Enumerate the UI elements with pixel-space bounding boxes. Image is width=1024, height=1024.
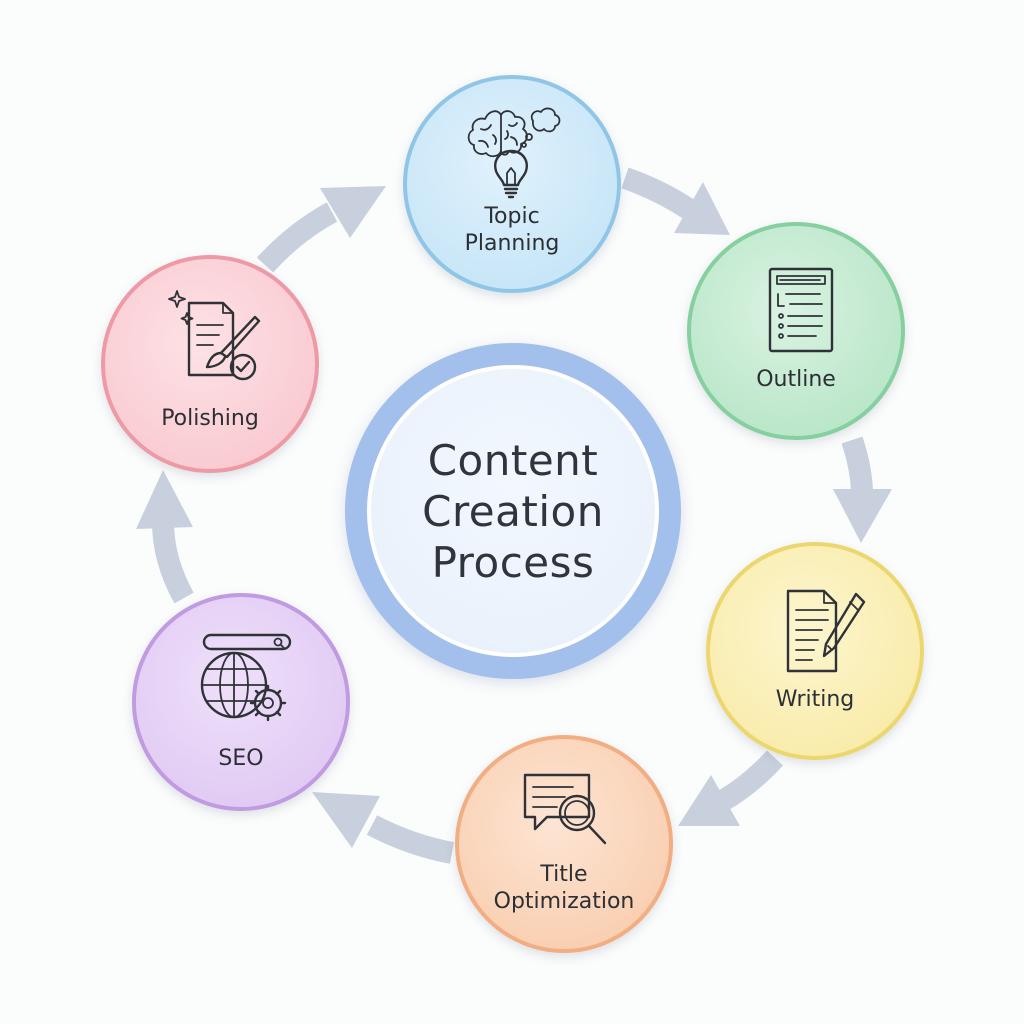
arrowhead-seo [312, 792, 380, 848]
step-seo: SEO [132, 593, 350, 811]
arrow-outline-to-writing [841, 436, 873, 496]
step-title-optimization: Title Optimization [455, 735, 673, 953]
step-label: SEO [146, 745, 336, 772]
center-circle: Content Creation Process [345, 343, 681, 679]
chat-magnifier-icon [517, 765, 617, 865]
step-outline: Outline [687, 222, 905, 440]
step-label: Polishing [115, 405, 305, 432]
step-topic-planning: Topic Planning [403, 75, 621, 293]
arrow-polishing-to-topic [256, 202, 338, 273]
center-title-line-1: Content [427, 435, 599, 485]
arrow-writing-to-title [718, 750, 784, 810]
step-label-line-1: Title [540, 862, 588, 887]
arrow-topic-to-outline [621, 167, 697, 220]
center-title: Content Creation Process [422, 435, 604, 588]
step-label: Title Optimization [469, 861, 659, 915]
step-writing: Writing [706, 542, 924, 760]
step-label-line-1: SEO [218, 746, 264, 771]
document-brush-check-icon [163, 287, 263, 387]
outline-list-icon [750, 254, 850, 354]
arrow-seo-to-polishing [152, 521, 194, 604]
step-label-line-1: Writing [775, 687, 855, 712]
arrowhead-writing [833, 489, 892, 543]
step-label-line-1: Outline [756, 367, 836, 392]
center-title-line-3: Process [431, 537, 595, 587]
arrowhead-topic [320, 186, 386, 238]
arrowhead-title [678, 775, 740, 826]
center-inner: Content Creation Process [371, 369, 655, 653]
globe-gear-search-icon [194, 627, 294, 727]
document-pen-icon [776, 576, 876, 676]
brain-lightbulb-icon [463, 99, 563, 199]
step-label-line-1: Polishing [161, 406, 259, 431]
step-label-line-1: Topic [484, 204, 540, 229]
arrow-title-to-seo [366, 815, 455, 864]
step-label: Outline [701, 366, 891, 393]
step-label: Writing [720, 686, 910, 713]
step-polishing: Polishing [101, 255, 319, 473]
arrowhead-polishing [136, 470, 193, 529]
step-label-line-2: Planning [464, 231, 560, 256]
center-title-line-2: Creation [422, 486, 604, 536]
step-label: Topic Planning [417, 203, 607, 257]
step-label-line-2: Optimization [493, 889, 635, 914]
arrowhead-outline [674, 182, 730, 235]
